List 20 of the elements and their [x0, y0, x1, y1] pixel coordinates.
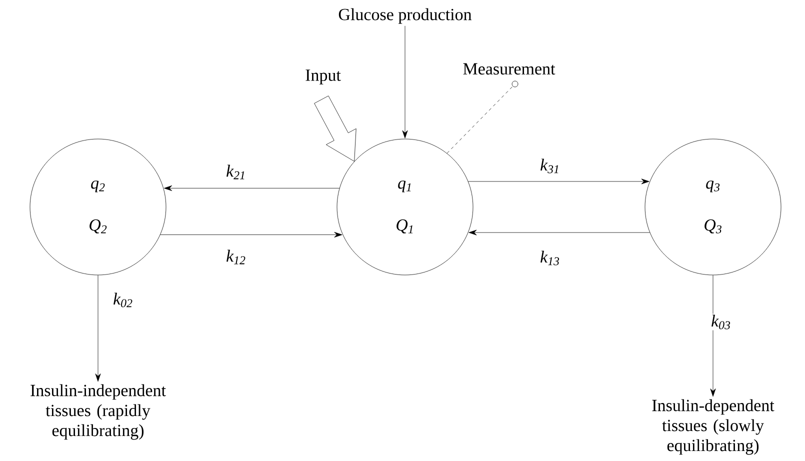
text-label: Measurement	[463, 63, 556, 75]
arrow	[95, 275, 101, 382]
arrow	[468, 178, 650, 184]
edge-label: k$_{03}$	[710, 314, 732, 330]
arrow	[160, 232, 342, 238]
text-label: Insulin-independent tissues (rapidly equilibrating)	[30, 384, 166, 440]
edge-label: k$_{02}$	[112, 292, 134, 308]
edge-label: k$_{12}$	[225, 248, 247, 266]
edge-label: k$_{31}$	[539, 158, 561, 174]
measurement-point	[512, 80, 518, 88]
edge-label: k$_{21}$	[225, 164, 247, 180]
text-label: Insulin-dependent tissues (slowly equilibrating)	[652, 399, 774, 455]
arrow	[402, 26, 408, 138]
text-label: Glucose production	[338, 8, 472, 24]
text-label: Input	[306, 70, 341, 84]
arrow	[468, 230, 650, 236]
arrow	[164, 185, 340, 191]
block-arrow	[314, 96, 356, 162]
arrow	[710, 275, 716, 397]
edge-label: k$_{13}$	[539, 250, 561, 266]
